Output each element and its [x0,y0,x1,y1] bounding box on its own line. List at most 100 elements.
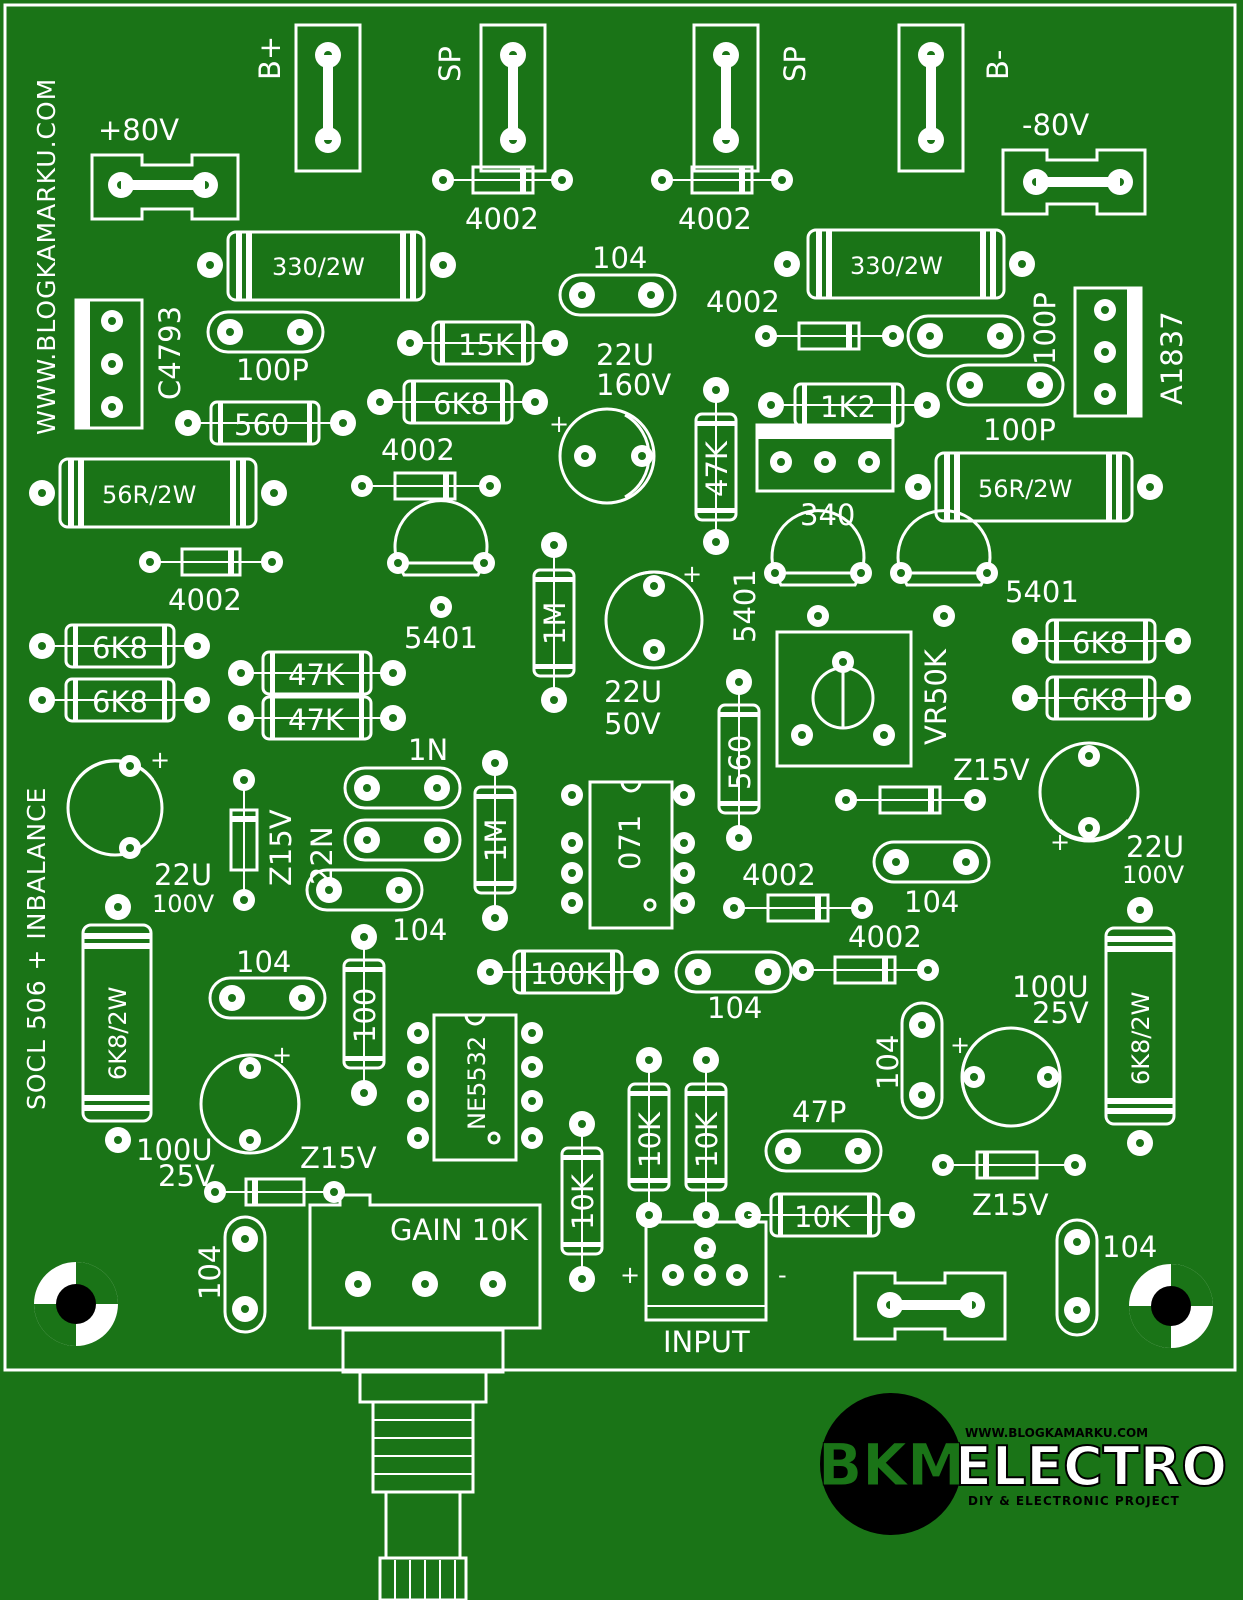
cap-104-a-label: 104 [392,913,447,947]
zener-z15v-b [229,769,259,911]
cap-22u-160v-voltage: 160V [596,368,671,402]
resistor-6k8-left-2 [29,677,210,723]
resistor-560-top-label: 560 [234,408,289,442]
cap-22u-100v-left-plus: + [150,746,170,774]
cap-22u-50v-label: 22U [604,675,662,709]
logo-tagline: DIY & ELECTRONIC PROJECT [968,1494,1180,1508]
resistor-6k8-left-1-label: 6K8 [92,631,148,665]
resistor-15k-label: 15K [458,328,515,362]
transistor-5401-right [890,509,998,627]
cap-100p-right-1-label: 100P [1028,292,1062,365]
cap-22u-100v-left-label: 22U [154,858,212,892]
resistor-6k8-2w-left-label: 6K8/2W [104,987,132,1080]
cap-47p-label: 47P [792,1095,846,1129]
transistor-a1837 [1073,286,1143,418]
resistor-56r-2w-right [905,451,1163,523]
cap-22u-100v-right-plus: + [1050,828,1070,856]
resistor-10k-d-label: 10K [566,1173,600,1230]
board-title-text: SOCL 506 + INBALANCE [22,787,51,1110]
pot-gain-10k [308,1193,542,1600]
resistor-6k8-right-2-label: 6K8 [1072,683,1128,717]
resistor-15k [397,320,568,366]
sp-right-label: SP [778,46,812,82]
resistor-6k8-2w-right-label: 6K8/2W [1127,992,1155,1085]
b-plus-connector [294,23,362,173]
diode-4002-c-label: 4002 [706,285,780,319]
zener-z15v-b-label: Z15V [264,809,298,886]
cap-22u-100v-right [1038,741,1140,843]
input-label: INPUT [663,1325,750,1359]
cap-104-top [558,273,677,317]
diode-4002-e-label: 4002 [168,583,242,617]
cap-100u-25v-right-voltage: 25V [1032,996,1089,1030]
b-minus-label: B- [981,50,1015,80]
cap-100p-left [206,310,325,354]
resistor-1m-a-label: 1M [538,602,572,645]
resistor-56r-2w-left-label: 56R/2W [102,481,196,509]
cap-22u-100v-left [66,755,164,859]
sp-right-connector [692,23,760,173]
cap-104-b [872,840,991,884]
cap-100u-25v-right [960,1026,1062,1128]
diode-4002-g-label: 4002 [848,920,922,954]
diode-4002-e [139,547,283,577]
resistor-10k-b-label: 10K [690,1111,724,1168]
resistor-100k [477,949,659,995]
diode-4002-f-label: 4002 [742,858,816,892]
resistor-47k-b [228,695,406,741]
resistor-47k-b-label: 47K [288,703,345,737]
resistor-560-mid-label: 560 [723,735,757,790]
resistor-56r-2w-left [29,457,287,529]
resistor-6k8-left-2-label: 6K8 [92,685,148,719]
cap-104-c [674,950,793,994]
resistor-560-top [175,400,356,446]
cap-100u-25v-left-plus: + [272,1041,292,1069]
sp-left-connector [479,23,547,173]
resistor-10k-c-label: 10K [794,1200,851,1234]
cap-100p-right-2 [946,363,1065,407]
website-side-text: WWW.BLOGKAMARKU.COM [32,78,61,435]
transistor-340-label: 340 [800,498,855,532]
resistor-560-mid [717,669,761,851]
logo-brand-right: ELECTRO [955,1435,1227,1498]
transistor-5401-left-label: 5401 [404,621,478,655]
resistor-10k-c [748,1192,915,1238]
cap-100p-left-label: 100P [236,353,309,387]
zener-z15v-c [204,1177,345,1207]
resistor-10k-b [684,1047,728,1228]
cap-1n-label: 1N [408,733,448,767]
resistor-47k-vertical-label: 47K [700,440,734,497]
resistor-1k2-label: 1K2 [820,390,876,424]
cap-100u-25v-right-plus: + [950,1031,970,1059]
cap-100u-25v-left [199,1053,301,1155]
bottom-power-connector [853,1271,1007,1341]
cap-22u-100v-right-label: 22U [1126,830,1184,864]
transistor-5401-right-label: 5401 [1005,575,1079,609]
power-pos-label: +80V [98,113,179,147]
cap-1n [343,766,462,810]
cap-100p-right-2-label: 100P [983,413,1056,447]
resistor-6k8-right-2 [1012,675,1191,721]
mounting-hole-right [1129,1264,1213,1348]
mounting-hole-left [34,1262,118,1346]
resistor-1m-a [532,532,576,713]
cap-104-c-label: 104 [707,991,762,1025]
diode-4002-a-label: 4002 [465,202,539,236]
cap-47p [764,1129,883,1173]
diode-4002-c [755,321,904,351]
resistor-47k-a [228,650,406,696]
ic-071-label: 071 [613,815,647,870]
cap-104-a [305,868,424,912]
diode-4002-d [351,471,501,501]
resistor-47k-a-label: 47K [288,658,345,692]
cap-22n [343,818,462,862]
resistor-6k8-left-1 [29,623,210,669]
input-plus-label: + [620,1261,640,1289]
logo-brand-left: BKM [818,1431,965,1499]
board-outline [3,3,1237,1372]
resistor-6k8-right-1 [1012,618,1191,664]
diode-4002-d-label: 4002 [381,433,455,467]
transistor-5401-mid-label: 5401 [728,569,762,643]
zener-z15v-a [835,785,986,815]
